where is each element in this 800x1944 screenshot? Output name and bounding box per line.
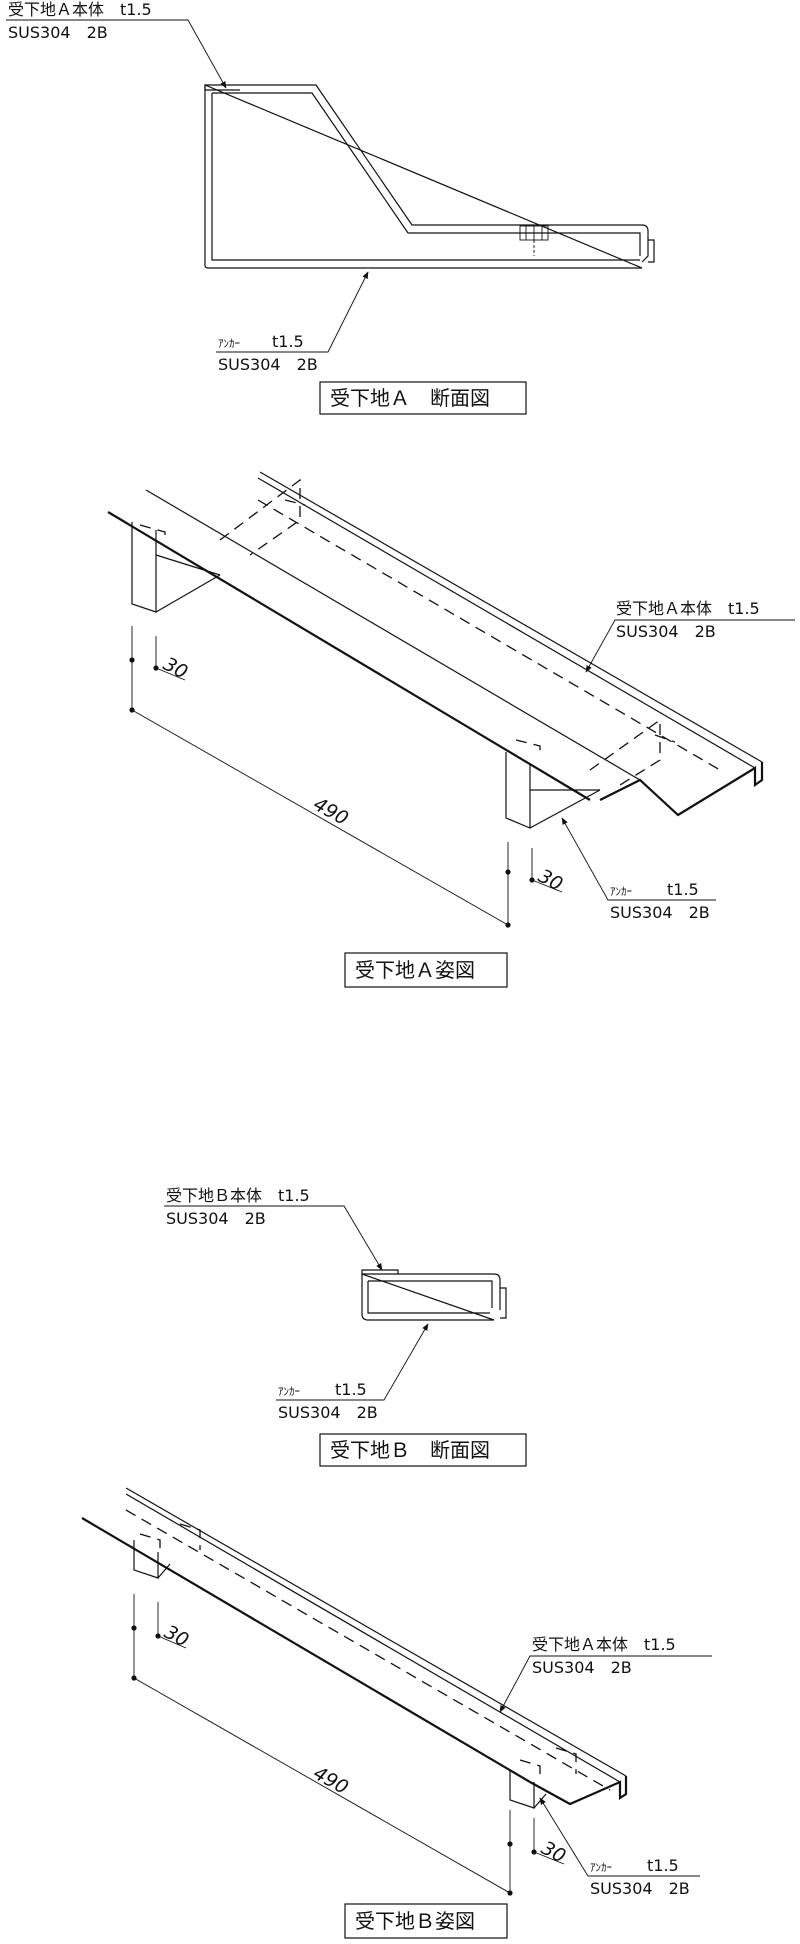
- iso-b-body-material: SUS304 2B: [532, 1658, 632, 1677]
- iso-a-caption: 受下地Ａ姿図: [355, 958, 475, 982]
- iso-a-body-material: SUS304 2B: [616, 622, 716, 641]
- iso-a-body-leader: [585, 619, 795, 673]
- section-b-caption-box: [319, 1433, 527, 1467]
- section-a-anchor-material: SUS304 2B: [218, 355, 318, 374]
- iso-b-front-edge: [81, 1517, 531, 1783]
- iso-b-dim-top-value: 30: [161, 1621, 193, 1652]
- iso-b-dim-length-value: 490: [310, 1762, 352, 1799]
- iso-a-dim-length: 490: [129, 707, 511, 928]
- iso-b-caption: 受下地Ｂ姿図: [355, 1909, 475, 1933]
- section-a-body-material: SUS304 2B: [8, 23, 108, 42]
- iso-b-anchor-label: ｱﾝｶｰ: [590, 1861, 612, 1874]
- iso-a-dim-length-value: 490: [310, 793, 352, 830]
- iso-b-caption-box: [344, 1903, 508, 1939]
- section-b-anchor-material: SUS304 2B: [278, 1403, 378, 1422]
- section-a-bolt: [519, 225, 549, 256]
- section-a-anchor-leader: [216, 271, 369, 353]
- iso-a-caption-box: [344, 952, 508, 988]
- iso-b-left-anchor: [133, 1523, 201, 1579]
- iso-a-anchor-leader: [561, 817, 716, 901]
- iso-a-dim-bottom: 30: [505, 842, 566, 925]
- section-b-anchor-thk: t1.5: [335, 1380, 367, 1399]
- section-b-body-material: SUS304 2B: [166, 1209, 266, 1228]
- section-b-anchor-label: ｱﾝｶｰ: [278, 1385, 300, 1398]
- section-b-inner-profile: [367, 1280, 493, 1314]
- section-a-inner-profile: [211, 92, 641, 261]
- iso-a-dim-top: 30: [129, 626, 191, 710]
- section-a-caption-box: [319, 381, 527, 415]
- iso-a-dim-bottom-value: 30: [535, 865, 567, 896]
- section-a-anchor-label: ｱﾝｶｰ: [218, 337, 240, 350]
- section-b-body-leader: [164, 1205, 383, 1271]
- iso-b-dim-length: 490: [131, 1675, 513, 1896]
- iso-b-hidden-line: [125, 1509, 611, 1791]
- iso-a-dim-top-value: 30: [160, 653, 192, 684]
- iso-a-body-label: 受下地Ａ本体 t1.5: [616, 599, 760, 618]
- iso-a-right-anchor: [505, 718, 676, 829]
- section-a-right-return: [648, 239, 655, 263]
- iso-b-body-label: 受下地Ａ本体 t1.5: [532, 1635, 676, 1654]
- iso-b-anchor-thk: t1.5: [647, 1856, 679, 1875]
- section-a: 受下地Ａ本体 t1.5 SUS304 2B ｱﾝｶｰ t1.5 SUS304 2…: [6, 0, 655, 415]
- section-b-caption: 受下地Ｂ 断面図: [330, 1438, 490, 1462]
- iso-b-anchor-leader: [539, 1797, 700, 1877]
- section-a-caption: 受下地Ａ 断面図: [330, 386, 490, 410]
- iso-a-anchor-material: SUS304 2B: [610, 903, 710, 922]
- iso-b: 30 490 30 受下地Ａ本体 t1.5 SUS304 2B ｱﾝｶｰ t1.…: [81, 1487, 712, 1939]
- section-b: 受下地Ｂ本体 t1.5 SUS304 2B ｱﾝｶｰ t1.5 SUS304 2…: [164, 1186, 527, 1467]
- section-a-top-lip: [204, 85, 240, 91]
- section-b-right-return: [500, 1287, 507, 1319]
- section-a-body-label: 受下地Ａ本体 t1.5: [8, 0, 152, 19]
- iso-a-anchor-label: ｱﾝｶｰ: [610, 885, 632, 898]
- iso-a-anchor-thk: t1.5: [667, 880, 699, 899]
- iso-a-end-profile: [599, 762, 764, 817]
- iso-a-front-edge: [107, 511, 591, 801]
- iso-b-end-profile: [529, 1776, 628, 1806]
- section-a-anchor-thk: t1.5: [272, 332, 304, 351]
- section-a-outer-profile: [204, 84, 649, 269]
- iso-b-body-leader: [499, 1655, 712, 1713]
- iso-b-right-anchor: [509, 1747, 577, 1809]
- section-a-body-leader: [6, 19, 227, 89]
- iso-b-anchor-material: SUS304 2B: [590, 1879, 690, 1898]
- iso-b-dim-bottom: 30: [507, 1810, 569, 1893]
- iso-a-left-anchor: [131, 478, 306, 613]
- iso-b-dim-top: 30: [131, 1594, 192, 1678]
- section-b-outer-profile: [361, 1273, 501, 1321]
- iso-a: 30 490 30 受下地Ａ本体 t1.5 SUS304 2B ｱﾝｶｰ t1.…: [107, 471, 795, 988]
- section-b-anchor-leader: [276, 1323, 429, 1401]
- section-b-body-label: 受下地Ｂ本体 t1.5: [166, 1186, 310, 1205]
- iso-b-dim-bottom-value: 30: [538, 1837, 570, 1868]
